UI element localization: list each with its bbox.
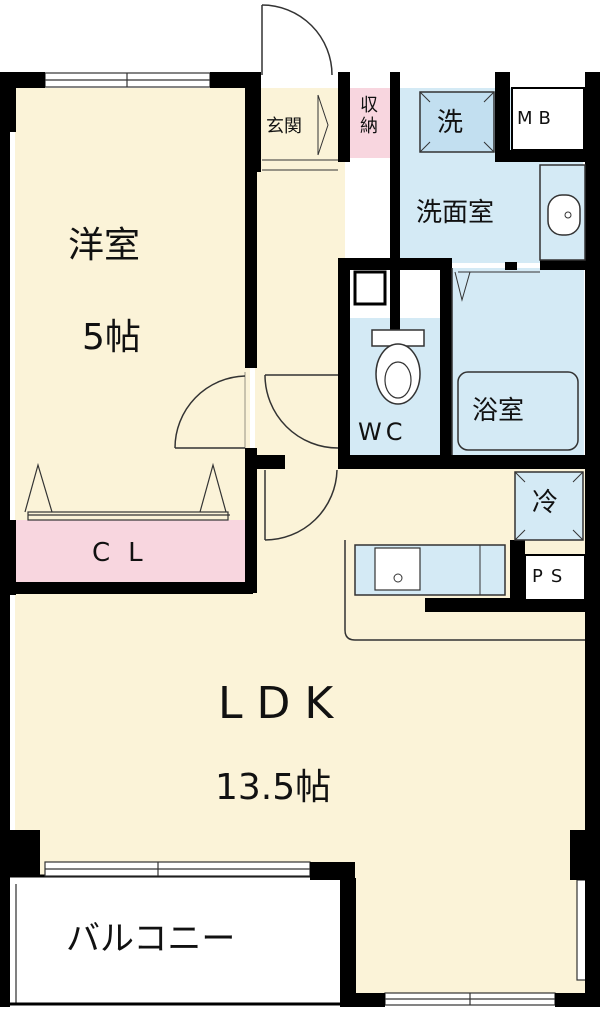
windows [44, 72, 588, 1006]
closet-label: CL [92, 538, 161, 568]
hall-doors [264, 374, 339, 541]
ps-label: PS [532, 566, 571, 587]
kitchen-counter [344, 540, 585, 641]
entrance-door [261, 4, 333, 76]
fridge-label: 冷 [532, 488, 559, 518]
washroom-label: 洗面室 [416, 198, 495, 228]
ldk-lower-floor [355, 870, 585, 995]
closet-floor [15, 520, 245, 582]
balcony-floor [10, 878, 350, 1003]
storage-floor [348, 88, 393, 158]
ps-box [524, 554, 586, 601]
entrance-floor [255, 88, 345, 170]
western-room-door [174, 372, 246, 449]
hall-floor [255, 170, 345, 465]
pipe-box-toilet [353, 270, 387, 306]
entrance-label: 玄関 [266, 116, 302, 137]
balcony-label: バルコニー [66, 919, 236, 959]
toilet-fixture [371, 329, 425, 405]
washing-machine-pan [419, 91, 495, 153]
washroom-door [454, 271, 471, 302]
entrance-details [262, 94, 338, 171]
fridge-space [514, 471, 584, 541]
western-room-size: 5帖 [82, 317, 141, 358]
walls [0, 72, 600, 1007]
laundry-label: 洗 [437, 108, 464, 138]
closet-doors [24, 462, 230, 521]
ldk-name: LDK [218, 678, 348, 729]
bathtub [457, 371, 579, 451]
toilet-label: WC [358, 418, 407, 446]
meter-box-label: MB [517, 108, 557, 129]
meter-box [511, 87, 585, 151]
bathroom-label: 浴室 [472, 396, 525, 426]
western-room-name: 洋室 [68, 225, 141, 266]
ldk-size: 13.5帖 [215, 767, 332, 808]
wash-basin [539, 164, 586, 261]
storage-label: 収納 [360, 95, 378, 137]
western-room-floor [15, 88, 250, 518]
